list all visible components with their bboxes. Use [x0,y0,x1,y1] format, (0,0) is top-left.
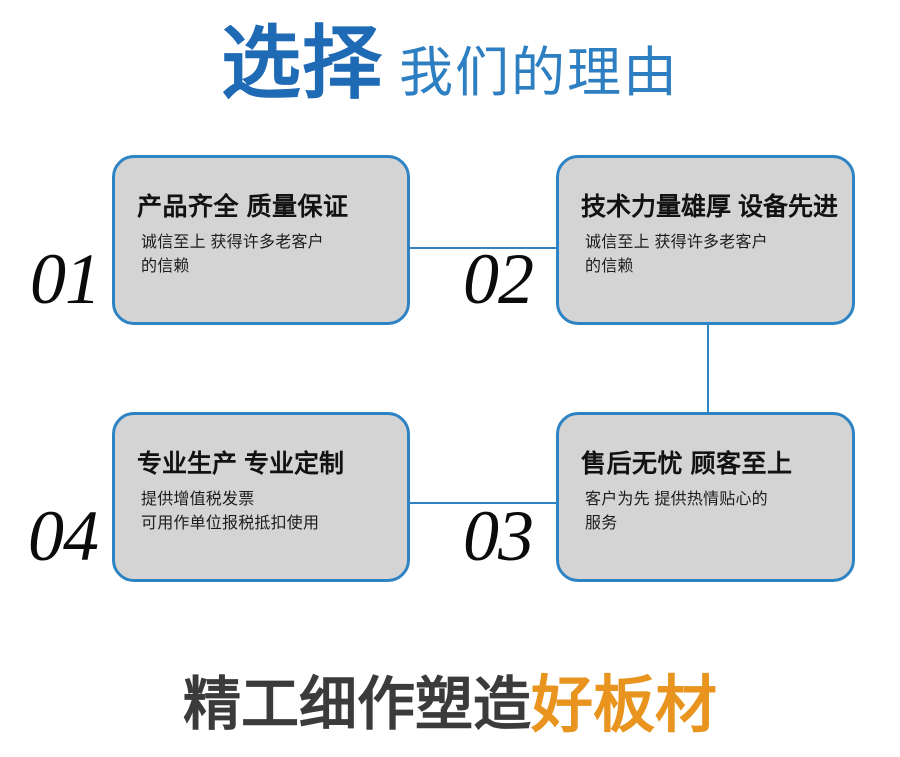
reason-card-body-line: 诚信至上 获得许多老客户 [141,234,324,252]
step-number-02: 02 [463,239,534,319]
reason-card-body-line: 诚信至上 获得许多老客户 [585,234,768,252]
step-number-04: 04 [28,496,99,576]
page-header: 选择 我们的理由 [0,24,900,124]
reason-card-04: 专业生产 专业定制 提供增值税发票 可用作单位报税抵扣使用 [112,412,410,582]
reason-card-body: 客户为先 提供热情贴心的 服务 [581,488,832,536]
step-number-01: 01 [30,239,101,319]
reason-card-03: 售后无忧 顾客至上 客户为先 提供热情贴心的 服务 [556,412,855,582]
footer-text-dark: 精工细作塑造 [182,672,531,737]
reason-card-02: 技术力量雄厚 设备先进 诚信至上 获得许多老客户 的信赖 [556,155,855,325]
reason-card-title: 专业生产 专业定制 [137,450,344,478]
step-number-03: 03 [463,496,534,576]
connector-card1-to-card2 [409,247,557,249]
reason-card-body-line: 服务 [585,515,618,533]
reason-card-body-line: 客户为先 提供热情贴心的 [585,491,768,509]
reason-card-title: 技术力量雄厚 设备先进 [581,193,838,221]
reason-card-body-line: 提供增值税发票 [141,491,255,509]
reason-card-body: 提供增值税发票 可用作单位报税抵扣使用 [137,488,387,536]
footer-text-accent: 好板材 [531,668,718,741]
reason-card-01: 产品齐全 质量保证 诚信至上 获得许多老客户 的信赖 [112,155,410,325]
connector-card2-to-card3 [707,324,709,414]
reason-card-body-line: 的信赖 [141,258,190,276]
reason-card-title: 产品齐全 质量保证 [137,193,349,221]
header-title-strong: 选择 [221,17,383,110]
reason-card-body-line: 的信赖 [585,258,634,276]
reason-card-body: 诚信至上 获得许多老客户 的信赖 [581,231,832,279]
header-title-light: 我们的理由 [399,43,679,103]
connector-card4-to-card3 [409,502,557,504]
reason-card-body: 诚信至上 获得许多老客户 的信赖 [137,231,387,279]
reason-card-body-line: 可用作单位报税抵扣使用 [141,515,320,533]
page-footer: 精工细作塑造 好板材 [0,665,900,745]
reason-card-title: 售后无忧 顾客至上 [581,450,793,478]
